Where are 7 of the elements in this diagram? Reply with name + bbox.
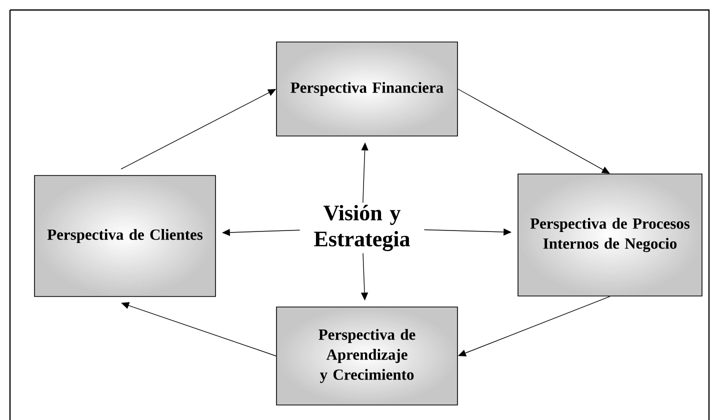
arrow xyxy=(121,302,276,356)
perspective-box: Perspectiva de Aprendizaje y Crecimiento xyxy=(276,306,458,406)
perspective-box: Perspectiva de Clientes xyxy=(34,175,216,297)
perspective-box: Perspectiva de Procesos Internos de Negocio xyxy=(518,174,702,296)
arrow xyxy=(458,88,610,174)
perspective-box: Perspectiva Financiera xyxy=(276,42,458,136)
center-label: Visión y Estrategia xyxy=(300,202,424,254)
